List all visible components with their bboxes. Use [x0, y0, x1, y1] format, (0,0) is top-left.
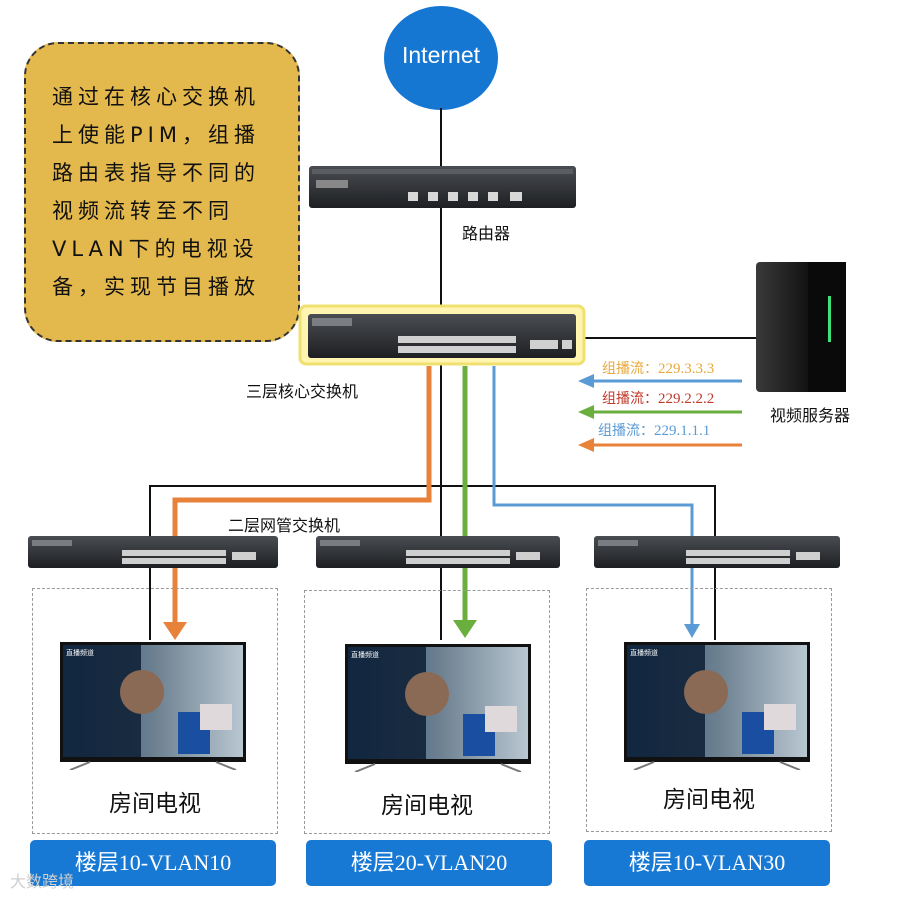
multicast-arrows: [578, 374, 742, 452]
note-box: 通过在核心交换机上使能PIM，组播路由表指导不同的视频流转至不同VLAN下的电视…: [24, 42, 300, 342]
multicast-1: 组播流：229.3.3.3: [602, 358, 714, 378]
arrow-orange: [163, 622, 187, 640]
multicast-1-address: 229.3.3.3: [658, 361, 715, 377]
tv-1: 直播频道: [60, 642, 246, 770]
core-switch-ports: [398, 336, 572, 353]
room-2-tv-label: 房间电视: [381, 793, 473, 819]
multicast-2-address: 229.2.2.2: [658, 391, 715, 407]
router-label: 路由器: [462, 224, 511, 243]
internet-cloud: Internet: [384, 6, 498, 110]
multicast-3-label: 组播流：: [598, 423, 654, 439]
vlan-banner-2: 楼层20-VLAN20: [306, 840, 552, 886]
multicast-1-label: 组播流：: [602, 361, 658, 377]
multicast-3: 组播流：229.1.1.1: [598, 420, 710, 440]
vlan-banner-1: 楼层10-VLAN10: [30, 840, 276, 886]
multicast-2: 组播流：229.2.2.2: [602, 388, 714, 408]
core-switch-device: [298, 304, 586, 366]
multicast-3-address: 229.1.1.1: [654, 423, 711, 439]
room-1-tv-label: 房间电视: [109, 791, 201, 817]
flow-orange: [172, 366, 432, 626]
arrow-blue: [684, 624, 700, 638]
tv-3-header: 直播频道: [630, 648, 658, 657]
access-switch-3: [594, 536, 840, 568]
video-server-device: [756, 262, 846, 392]
multicast-2-label: 组播流：: [602, 391, 658, 407]
access-switch-1: [28, 536, 278, 568]
tv-1-header: 直播频道: [66, 648, 94, 657]
router-device: [309, 166, 576, 208]
room-3-tv-label: 房间电视: [663, 787, 755, 813]
watermark: 大数跨境: [10, 872, 75, 891]
tv-3: 直播频道: [624, 642, 810, 770]
server-label: 视频服务器: [770, 406, 851, 425]
room-box-1: [32, 588, 278, 834]
room-box-2: [304, 590, 550, 834]
access-switch-2: [316, 536, 560, 568]
tv-2-header: 直播频道: [351, 650, 379, 659]
router-ports: [408, 192, 522, 201]
core-switch-label: 三层核心交换机: [246, 382, 359, 401]
room-box-3: [586, 588, 832, 832]
note-text: 通过在核心交换机上使能PIM，组播路由表指导不同的视频流转至不同VLAN下的电视…: [52, 85, 260, 299]
vlan-banner-3: 楼层10-VLAN30: [584, 840, 830, 886]
tv-2: 直播频道: [345, 644, 531, 772]
arrow-green: [453, 620, 477, 638]
internet-label: Internet: [402, 42, 480, 68]
access-switch-label: 二层网管交换机: [228, 516, 341, 535]
connection-lines: [149, 108, 756, 640]
distribution-bus: [149, 485, 716, 540]
